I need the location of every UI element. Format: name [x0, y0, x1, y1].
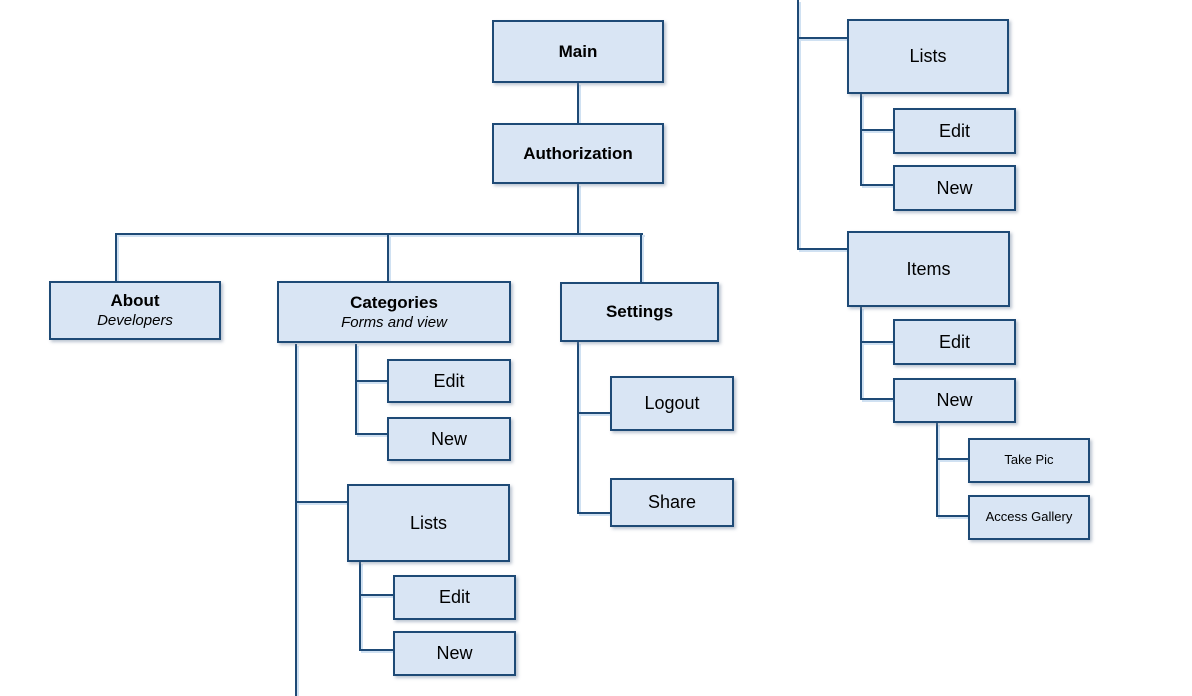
node-items-edit-label: Edit [938, 331, 971, 352]
connector-authorization-down [577, 184, 579, 233]
node-main-label: Main [558, 41, 598, 61]
connector-lists-left-new-stub [359, 649, 393, 651]
connector-level2-horizontal [115, 233, 643, 235]
connector-lists-right-edit-stub [860, 129, 893, 131]
node-categories-edit: Edit [387, 359, 511, 403]
connector-main-authorization [577, 83, 579, 123]
node-settings: Settings [560, 282, 719, 342]
connector-items-new-stub [860, 398, 893, 400]
node-authorization: Authorization [492, 123, 664, 184]
node-items-new-label: New [936, 390, 973, 411]
connector-items-inner-vertical [860, 307, 862, 400]
connector-lists-right-inner-vertical [860, 94, 862, 186]
node-items: Items [847, 231, 1010, 307]
node-lists-right-label: Lists [909, 46, 947, 67]
node-take-pic-label: Take Pic [1004, 452, 1054, 468]
node-categories-edit-label: Edit [433, 370, 465, 391]
connector-share-stub [577, 512, 610, 514]
node-take-pic: Take Pic [968, 438, 1090, 483]
node-settings-logout-label: Logout [644, 393, 700, 414]
node-main: Main [492, 20, 664, 83]
node-items-new: New [893, 378, 1016, 423]
connector-access-gallery-stub [936, 515, 968, 517]
node-authorization-label: Authorization [523, 143, 633, 163]
node-categories-lists-edit-label: Edit [438, 587, 471, 608]
connector-categories-edit-stub [355, 380, 387, 382]
connector-items-new-inner-vertical [936, 423, 938, 517]
node-settings-share: Share [610, 478, 734, 527]
node-items-edit: Edit [893, 319, 1016, 365]
connector-items-edit-stub [860, 341, 893, 343]
node-categories-lists-new-label: New [436, 643, 473, 664]
node-items-label: Items [906, 258, 951, 279]
node-lists-right-edit-label: Edit [938, 120, 971, 141]
connector-categories-lists-stub [295, 501, 347, 503]
connector-items-stub [797, 248, 847, 250]
connector-take-pic-stub [936, 458, 968, 460]
node-lists-right-new-label: New [936, 177, 973, 198]
node-about: About Developers [49, 281, 221, 340]
node-settings-label: Settings [605, 302, 674, 322]
connector-settings-vertical [577, 342, 579, 514]
node-categories-lists-edit: Edit [393, 575, 516, 620]
node-categories-lists: Lists [347, 484, 510, 562]
connector-categories-long-vertical [295, 344, 297, 696]
node-categories: Categories Forms and view [277, 281, 511, 343]
node-lists-right-new: New [893, 165, 1016, 211]
node-lists-right: Lists [847, 19, 1009, 94]
connector-categories-inner-vertical [355, 344, 357, 435]
connector-categories-descender [387, 235, 389, 281]
node-about-sublabel: Developers [97, 312, 173, 330]
connector-lists-left-edit-stub [359, 594, 393, 596]
node-lists-right-edit: Edit [893, 108, 1016, 154]
node-settings-logout: Logout [610, 376, 734, 431]
node-settings-share-label: Share [647, 492, 697, 513]
connector-logout-stub [577, 412, 610, 414]
connector-about-descender [115, 235, 117, 281]
node-categories-lists-label: Lists [409, 512, 447, 533]
node-about-label: About [110, 291, 160, 310]
node-categories-new-label: New [430, 428, 467, 449]
node-access-gallery: Access Gallery [968, 495, 1090, 540]
connector-right-long-vertical [797, 0, 799, 250]
node-categories-lists-new: New [393, 631, 516, 676]
connector-lists-left-inner-vertical [359, 562, 361, 651]
connector-lists-right-stub [797, 37, 847, 39]
connector-settings-descender [640, 235, 642, 282]
connector-lists-right-new-stub [860, 184, 893, 186]
node-access-gallery-label: Access Gallery [985, 509, 1073, 525]
connector-categories-new-stub [355, 433, 387, 435]
node-categories-new: New [387, 417, 511, 461]
node-categories-sublabel: Forms and view [341, 313, 447, 331]
node-categories-label: Categories [350, 292, 438, 312]
